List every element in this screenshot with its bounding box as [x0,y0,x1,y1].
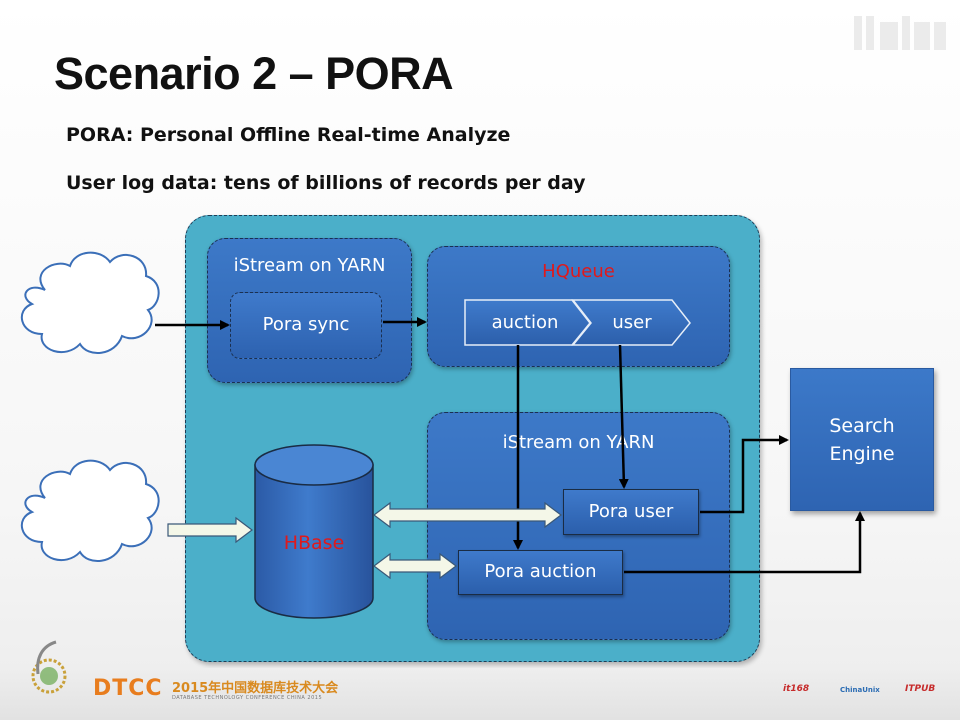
hbase-label: HBase [283,532,345,554]
hbase-cylinder [254,444,374,619]
hollow-arrow-cloud-to-hbase [167,516,253,544]
double-arrow-hbase-pora-auction [373,552,457,580]
corner-decoration [850,8,950,56]
queue-user-chevron [571,299,691,346]
sponsor-logo-itpub: ITPUB [905,684,936,694]
conference-name: 2015年中国数据库技术大会 [172,681,339,696]
hqueue-label: HQueue [542,261,615,282]
search-engine-label-line1: Search [829,414,895,437]
queue-auction-label: auction [491,312,559,333]
istream-top-label: iStream on YARN [233,255,386,276]
pora-sync-node: Pora sync [230,292,382,359]
conference-name-en: DATABASE TECHNOLOGY CONFERENCE CHINA 201… [172,695,323,701]
cloud-icon-top [20,251,160,355]
arrow-pora-user-to-search-engine [700,435,789,514]
queue-auction-chevron [464,299,591,346]
subtitle-user-log-data: User log data: tens of billions of recor… [66,172,586,194]
sponsor-logo-it168: it168 [783,684,810,694]
subtitle-pora-definition: PORA: Personal Offline Real-time Analyze [66,124,511,146]
search-engine-node: Search Engine [790,368,934,511]
arrow-user-to-pora-user [618,344,629,489]
queue-user-label: user [612,312,652,333]
arrow-pora-auction-to-search-engine [624,511,865,574]
slide-title: Scenario 2 – PORA [54,48,454,99]
dtcc-logo: DTCC [93,676,163,701]
sponsor-logo-chinaunix: ChinaUnix [840,686,880,694]
istream-bottom-label: iStream on YARN [502,432,655,453]
pora-auction-node: Pora auction [458,550,623,595]
conference-6th-badge-icon [31,640,67,694]
pora-user-node: Pora user [563,489,699,535]
cloud-icon-bottom [20,459,160,563]
footer-bar [0,668,960,720]
search-engine-label-line2: Engine [829,442,895,465]
double-arrow-hbase-pora-user [373,501,562,529]
